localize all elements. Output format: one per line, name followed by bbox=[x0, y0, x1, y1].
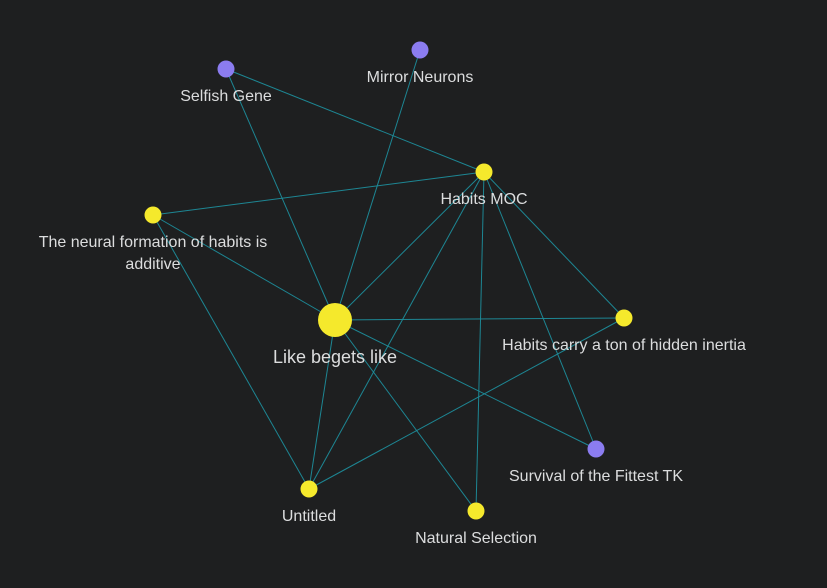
note-node-dot[interactable] bbox=[467, 502, 485, 520]
edge-neural-formation-to-untitled bbox=[152, 214, 310, 490]
node-label: Selfish Gene bbox=[180, 88, 272, 105]
edge-habits-moc-to-neural-formation bbox=[152, 171, 485, 216]
node-mirror-neurons[interactable]: Mirror Neurons bbox=[367, 41, 474, 87]
edge-like-begets-like-to-natural-selection bbox=[334, 319, 477, 512]
node-label: Mirror Neurons bbox=[367, 69, 474, 86]
graph-edges bbox=[152, 49, 625, 512]
node-label: Survival of the Fittest TK bbox=[509, 468, 683, 485]
edge-habits-moc-to-hidden-inertia bbox=[483, 171, 625, 319]
edge-habits-moc-to-selfish-gene bbox=[225, 68, 485, 173]
node-label-line: additive bbox=[125, 256, 180, 273]
node-hidden-inertia[interactable]: Habits carry a ton of hidden inertia bbox=[502, 309, 746, 355]
edge-habits-moc-to-untitled bbox=[308, 171, 485, 490]
edge-like-begets-like-to-selfish-gene bbox=[225, 68, 336, 321]
node-label: Like begets like bbox=[273, 347, 397, 367]
note-node-dot[interactable] bbox=[318, 303, 352, 337]
edge-like-begets-like-to-untitled bbox=[308, 319, 336, 490]
edge-like-begets-like-to-neural-formation bbox=[152, 214, 336, 321]
node-natural-selection[interactable]: Natural Selection bbox=[415, 502, 537, 548]
node-label: Habits MOC bbox=[440, 191, 527, 208]
unresolved-node-dot[interactable] bbox=[587, 440, 605, 458]
node-label: The neural formation of habits is additiv… bbox=[39, 234, 268, 273]
node-untitled[interactable]: Untitled bbox=[282, 480, 336, 526]
node-survival-fittest[interactable]: Survival of the Fittest TK bbox=[509, 440, 683, 486]
node-label-line: The neural formation of habits is bbox=[39, 234, 268, 251]
edge-like-begets-like-to-survival-fittest bbox=[334, 319, 597, 450]
edge-hidden-inertia-to-untitled bbox=[308, 317, 625, 490]
node-label: Untitled bbox=[282, 508, 336, 525]
node-habits-moc[interactable]: Habits MOC bbox=[440, 163, 528, 209]
edge-like-begets-like-to-hidden-inertia bbox=[334, 317, 625, 321]
edge-like-begets-like-to-habits-moc bbox=[334, 171, 485, 321]
graph-nodes: Like begets like Habits MOC The neural for… bbox=[39, 41, 746, 548]
node-label: Habits carry a ton of hidden inertia bbox=[502, 337, 746, 354]
edge-habits-moc-to-survival-fittest bbox=[483, 171, 597, 450]
node-label: Natural Selection bbox=[415, 530, 537, 547]
unresolved-node-dot[interactable] bbox=[217, 60, 235, 78]
node-selfish-gene[interactable]: Selfish Gene bbox=[180, 60, 272, 106]
note-node-dot[interactable] bbox=[300, 480, 318, 498]
edge-habits-moc-to-natural-selection bbox=[475, 171, 485, 512]
edge-like-begets-like-to-mirror-neurons bbox=[334, 49, 421, 321]
note-node-dot[interactable] bbox=[475, 163, 493, 181]
node-like-begets-like[interactable]: Like begets like bbox=[273, 303, 397, 367]
note-node-dot[interactable] bbox=[144, 206, 162, 224]
node-neural-formation[interactable]: The neural formation of habits is additiv… bbox=[39, 206, 268, 274]
note-node-dot[interactable] bbox=[615, 309, 633, 327]
unresolved-node-dot[interactable] bbox=[411, 41, 429, 59]
